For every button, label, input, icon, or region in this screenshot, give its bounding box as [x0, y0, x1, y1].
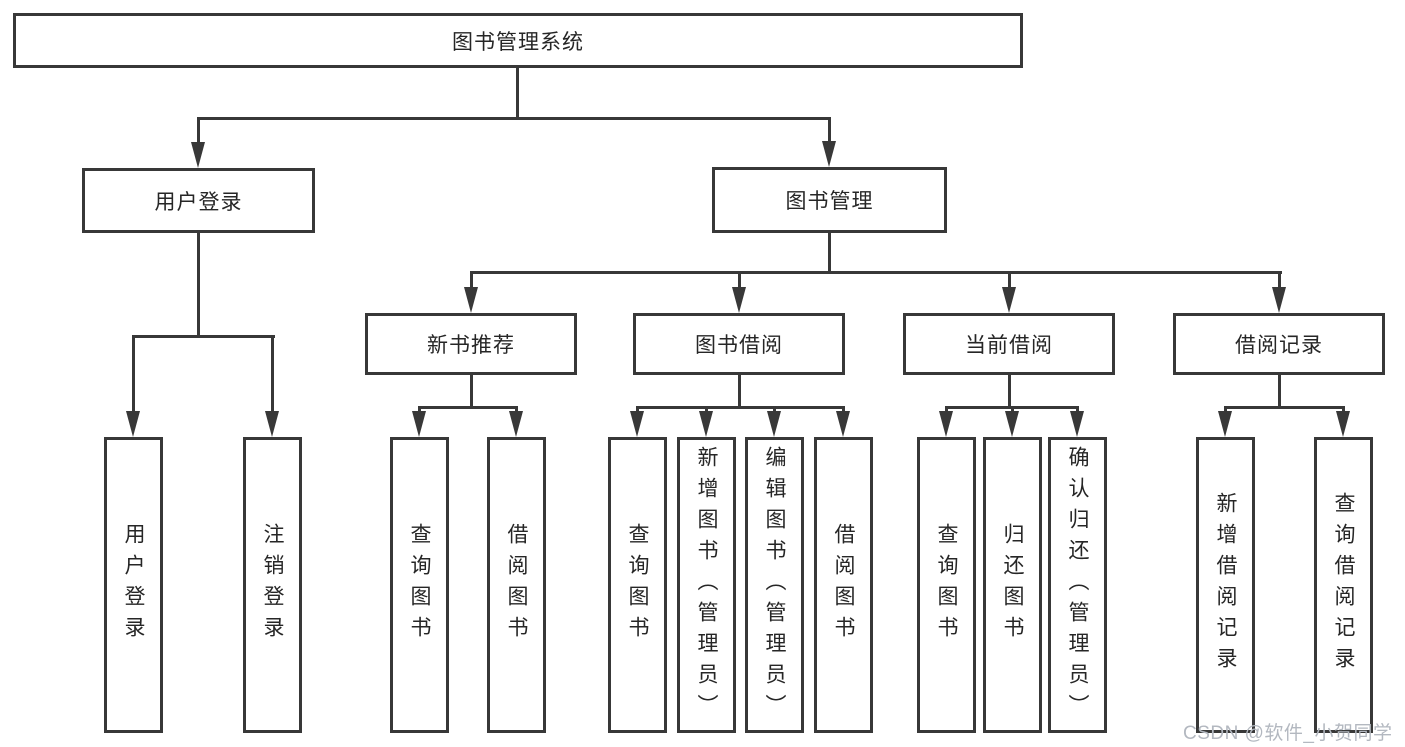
leaf-edit-books-admin: 编辑图书（管理员） — [745, 437, 804, 733]
arrow-down-icon — [1218, 411, 1232, 437]
connector-line — [132, 335, 135, 415]
connector-line — [738, 375, 741, 409]
arrow-down-icon — [699, 411, 713, 437]
arrow-down-icon — [1002, 287, 1016, 313]
arrow-down-icon — [126, 411, 140, 437]
leaf-borrow-books-recommend: 借阅图书 — [487, 437, 546, 733]
connector-line — [470, 375, 473, 409]
arrow-down-icon — [822, 141, 836, 167]
node-label: 查询图书 — [408, 523, 431, 647]
node-label: 新增借阅记录 — [1214, 492, 1237, 678]
leaf-return-books: 归还图书 — [983, 437, 1042, 733]
connector-line — [828, 117, 831, 144]
node-user-login: 用户登录 — [82, 168, 315, 233]
node-label: 借阅图书 — [505, 523, 528, 647]
connector-line — [1008, 271, 1011, 290]
connector-line — [1008, 375, 1011, 409]
node-borrow-records: 借阅记录 — [1173, 313, 1385, 375]
node-label: 确认归还（管理员） — [1066, 445, 1089, 725]
arrow-down-icon — [1336, 411, 1350, 437]
leaf-query-books-recommend: 查询图书 — [390, 437, 449, 733]
arrow-down-icon — [509, 411, 523, 437]
connector-line — [828, 233, 831, 274]
node-book-management: 图书管理 — [712, 167, 947, 233]
connector-line — [738, 271, 741, 290]
arrow-down-icon — [1070, 411, 1084, 437]
arrow-down-icon — [412, 411, 426, 437]
connector-line — [1224, 406, 1345, 409]
leaf-confirm-return-admin: 确认归还（管理员） — [1048, 437, 1107, 733]
arrow-down-icon — [1005, 411, 1019, 437]
connector-line — [197, 233, 200, 337]
node-label: 图书借阅 — [695, 334, 783, 357]
arrow-down-icon — [191, 142, 205, 168]
node-label: 图书管理系统 — [452, 30, 584, 54]
csdn-watermark: CSDN @软件_小贺同学 — [1183, 723, 1393, 744]
arrow-down-icon — [767, 411, 781, 437]
leaf-logout: 注销登录 — [243, 437, 302, 733]
node-new-book-recommend: 新书推荐 — [365, 313, 577, 375]
leaf-query-books-current: 查询图书 — [917, 437, 976, 733]
node-label: 查询图书 — [935, 523, 958, 647]
node-current-borrow: 当前借阅 — [903, 313, 1115, 375]
node-label: 查询图书 — [626, 523, 649, 647]
node-label: 新增图书（管理员） — [695, 445, 718, 725]
leaf-user-login: 用户登录 — [104, 437, 163, 733]
node-label: 用户登录 — [122, 523, 145, 647]
node-book-borrow: 图书借阅 — [633, 313, 845, 375]
connector-line — [470, 271, 1282, 274]
connector-line — [516, 68, 519, 119]
arrow-down-icon — [630, 411, 644, 437]
node-label: 归还图书 — [1001, 523, 1024, 647]
connector-line — [197, 117, 831, 120]
connector-line — [1278, 375, 1281, 409]
arrow-down-icon — [1272, 287, 1286, 313]
node-label: 图书管理 — [785, 190, 874, 213]
leaf-borrow-books: 借阅图书 — [814, 437, 873, 733]
connector-line — [197, 117, 200, 145]
arrow-down-icon — [836, 411, 850, 437]
arrow-down-icon — [939, 411, 953, 437]
connector-line — [1278, 271, 1281, 290]
leaf-query-borrow-record: 查询借阅记录 — [1314, 437, 1373, 733]
connector-line — [470, 271, 473, 290]
leaf-add-borrow-record: 新增借阅记录 — [1196, 437, 1255, 733]
leaf-query-books-borrow: 查询图书 — [608, 437, 667, 733]
arrow-down-icon — [732, 287, 746, 313]
node-label: 用户登录 — [154, 190, 243, 214]
arrow-down-icon — [464, 287, 478, 313]
node-label: 借阅记录 — [1235, 334, 1323, 357]
connector-line — [636, 406, 845, 409]
leaf-add-books-admin: 新增图书（管理员） — [677, 437, 736, 733]
node-label: 借阅图书 — [832, 523, 855, 647]
connector-line — [132, 335, 275, 338]
node-label: 编辑图书（管理员） — [763, 445, 786, 725]
connector-line — [271, 335, 274, 415]
connector-line — [418, 406, 518, 409]
arrow-down-icon — [265, 411, 279, 437]
node-label: 当前借阅 — [965, 334, 1053, 357]
node-label: 注销登录 — [261, 523, 284, 647]
node-label: 新书推荐 — [427, 334, 515, 357]
node-label: 查询借阅记录 — [1332, 492, 1355, 678]
node-root-library-system: 图书管理系统 — [13, 13, 1023, 68]
